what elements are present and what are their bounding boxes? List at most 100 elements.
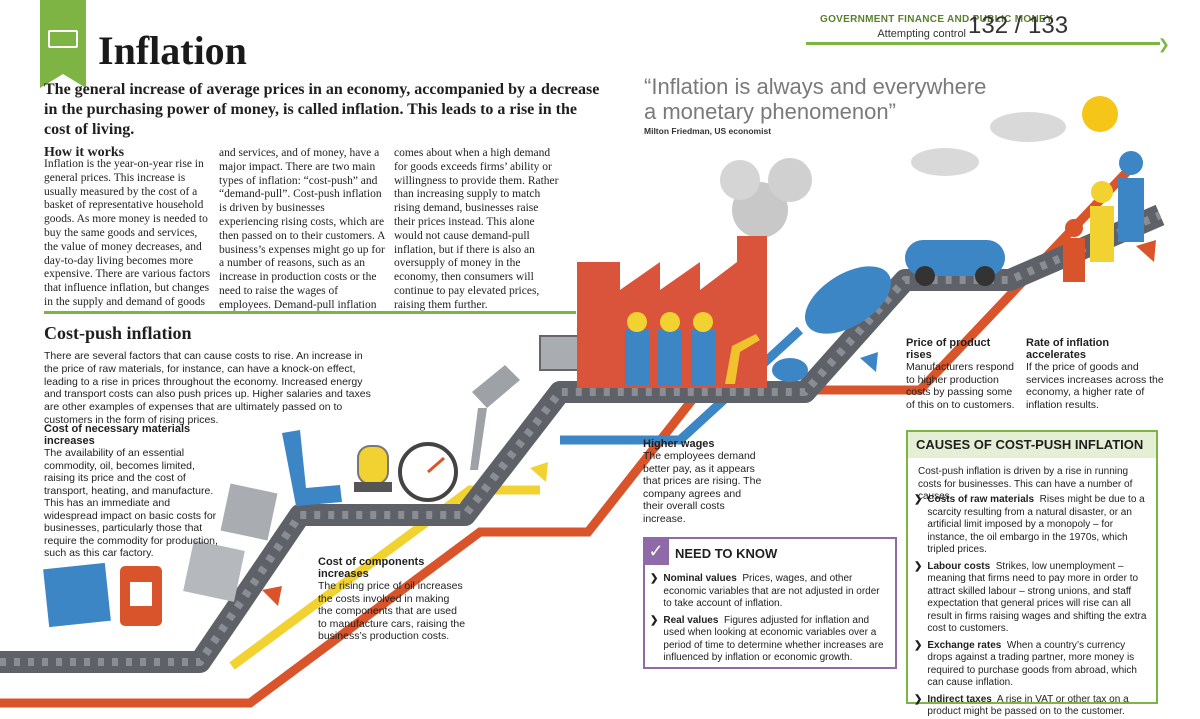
how-it-works-heading: How it works [44, 145, 125, 160]
annotation-inflation-rate: Rate of inflation accelerates If the pri… [1026, 337, 1166, 411]
smoke-cloud-2 [768, 158, 812, 202]
term: Nominal values [663, 573, 737, 584]
cost-push-body: There are several factors that can cause… [44, 350, 371, 426]
car-seat-shape [282, 430, 342, 506]
annotation-title: Cost of components increases [318, 556, 425, 580]
definition: When a country’s currency drops against … [927, 639, 1137, 689]
how-it-works-col1: Inflation is the year-on-year rise in ge… [44, 158, 211, 308]
annotation-body: The employees demand better pay, as it a… [643, 450, 762, 525]
definition: A rise in VAT or other tax on a product … [927, 693, 1129, 718]
section-subtitle: Attempting control [877, 28, 966, 40]
annotation-body: Manufacturers respond to higher producti… [906, 361, 1015, 411]
chevron-right-icon: ❯ [914, 639, 923, 651]
blue-sheet-shape [43, 562, 111, 628]
causes-intro: Cost-push inflation is driven by a rise … [918, 466, 1133, 502]
need-to-know-list: ❯ Nominal values Prices, wages, and othe… [650, 573, 886, 665]
red-arrowhead-1 [262, 586, 282, 606]
annotation-title: Rate of inflation accelerates [1026, 337, 1110, 361]
blue-car-tilted [805, 266, 891, 334]
annotation-body: If the price of goods and services incre… [1026, 361, 1164, 411]
chevron-right-icon: ❯ [650, 614, 659, 626]
person-yellow-head [1091, 181, 1113, 203]
robot-arm-shape [725, 334, 760, 384]
section-badge [40, 0, 86, 88]
battery-shape [539, 335, 583, 371]
person-blue-head [1119, 151, 1143, 175]
section-divider [44, 311, 576, 314]
term: Indirect taxes [927, 693, 992, 705]
annotation-title: Price of product rises [906, 337, 991, 361]
person-red-head [1065, 219, 1083, 237]
definition: Figures adjusted for inflation and used … [663, 614, 884, 664]
term: Costs of raw materials [927, 494, 1035, 505]
need-to-know-box: ✓ NEED TO KNOW ❯ Nominal values Prices, … [643, 537, 897, 669]
chevron-right-icon: ❯ [914, 494, 923, 505]
annotation-materials: Cost of necessary materials increases Th… [44, 423, 222, 560]
definition: Strikes, low unemployment – meaning that… [927, 560, 1147, 635]
person-blue [1118, 178, 1144, 242]
annotation-body: The rising price of oil increases the co… [318, 580, 466, 642]
yellow-arrow-line [229, 485, 540, 670]
list-item: ❯ Nominal values Prices, wages, and othe… [650, 573, 886, 611]
intro-text: The general increase of average prices i… [44, 81, 600, 138]
section-title: GOVERNMENT FINANCE AND PUBLIC MONEY [820, 14, 1053, 25]
annotation-product-price: Price of product rises Manufacturers res… [906, 337, 1016, 411]
causes-list: ❯ Costs of raw materials Rises might be … [914, 494, 1150, 719]
speedometer-needle [427, 456, 445, 474]
how-it-works-col3: comes about when a high demand for goods… [394, 147, 559, 311]
list-item: ❯ Exchange rates When a country’s curren… [914, 640, 1150, 690]
annotation-body: The availability of an essential commodi… [44, 447, 218, 559]
exhaust-pipe-shape [470, 365, 520, 470]
quote-text: “Inflation is always and everywhere a mo… [644, 74, 987, 124]
list-item: ❯ Labour costs Strikes, low unemployment… [914, 561, 1150, 636]
blue-arrowhead [860, 352, 878, 372]
header-rule [806, 42, 1160, 45]
checkmark-icon: ✓ [643, 537, 669, 565]
annotation-wages: Higher wages The employees demand better… [643, 438, 763, 525]
list-item: ❯ Indirect taxes A rise in VAT or other … [914, 694, 1150, 719]
red-arrow-line [0, 154, 1144, 708]
list-item: ❯ Costs of raw materials Rises might be … [914, 494, 1150, 557]
annotation-components: Cost of components increases The rising … [318, 556, 466, 643]
definition: Rises might be due to a scarcity resulti… [927, 494, 1145, 555]
sun-shape [1082, 96, 1118, 132]
canister-label-shape [130, 582, 152, 606]
list-item: ❯ Real values Figures adjusted for infla… [650, 615, 886, 665]
factory-workers-group [625, 312, 715, 386]
quote-attribution: Milton Friedman, US economist [644, 126, 772, 136]
red-arrowhead-2 [1136, 240, 1156, 262]
person-yellow [1090, 206, 1114, 262]
term: Real values [663, 614, 719, 626]
cloud-shape-2 [990, 112, 1066, 142]
cost-push-heading: Cost-push inflation [44, 323, 192, 343]
chevron-right-icon: ❯ [650, 573, 659, 584]
causes-box: CAUSES OF COST-PUSH INFLATION Cost-push … [906, 430, 1158, 717]
how-it-works-col2: and services, and of money, have a major… [219, 147, 385, 311]
term: Labour costs [927, 560, 991, 572]
need-to-know-title: NEED TO KNOW [675, 546, 778, 561]
car-wheel [915, 266, 935, 286]
money-icon [48, 30, 78, 48]
chevron-right-icon: ❯ [914, 560, 923, 572]
car-wheel-2 [975, 266, 995, 286]
blue-car-top [905, 240, 1005, 276]
headlight-base-shape [354, 482, 392, 492]
annotation-title: Cost of necessary materials increases [44, 423, 191, 447]
causes-title-bar [908, 432, 1156, 458]
factory-chimney [737, 236, 767, 266]
chevron-right-icon: ❯ [1158, 36, 1170, 52]
smoke-cloud-3 [720, 160, 760, 200]
cloud-shape [911, 148, 979, 176]
headlight-bulb-shape [357, 445, 389, 485]
definition: Prices, wages, and other economic variab… [663, 573, 880, 609]
grey-metal-sheet-shape [183, 540, 245, 602]
blue-car-small [772, 358, 808, 382]
grey-metal-sheet-shape-2 [220, 483, 278, 541]
person-red [1063, 238, 1085, 282]
chevron-right-icon: ❯ [914, 693, 923, 705]
annotation-title: Higher wages [643, 438, 715, 450]
causes-title: CAUSES OF COST-PUSH INFLATION [916, 437, 1144, 452]
term: Exchange rates [927, 639, 1002, 651]
page-numbers: 132 / 133 [968, 12, 1069, 39]
